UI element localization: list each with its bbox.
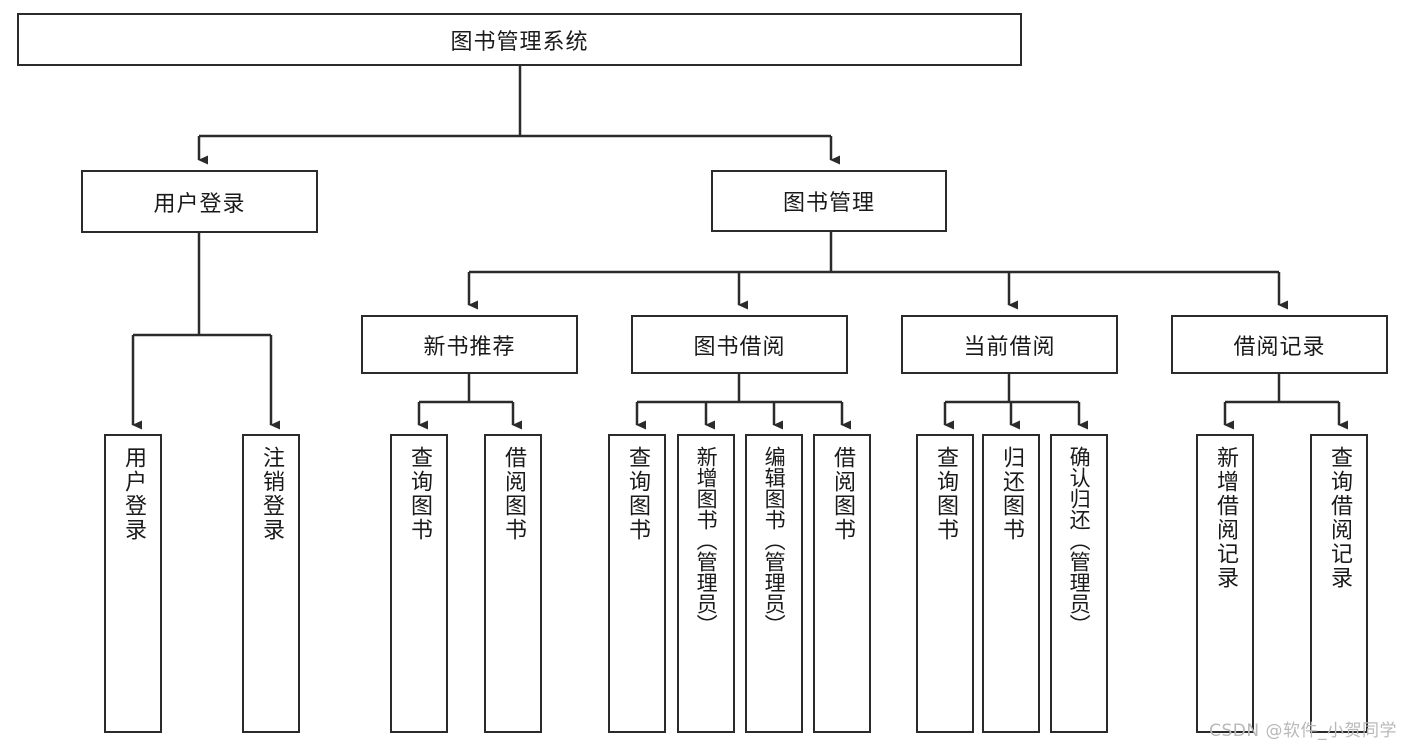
node-leaf-return-book[interactable]: 归还图书 (982, 434, 1040, 733)
node-current-borrow-label: 当前借阅 (963, 334, 1056, 360)
node-borrow-record-label: 借阅记录 (1233, 334, 1326, 360)
node-leaf-add-book-admin[interactable]: 新增图书（管理员） (677, 434, 735, 733)
node-new-book-recommend[interactable]: 新书推荐 (361, 315, 578, 374)
node-leaf-query-book-borrow-label: 查询图书 (624, 446, 650, 542)
node-book-manage-label: 图书管理 (782, 191, 875, 216)
node-leaf-query-book-borrow[interactable]: 查询图书 (608, 434, 666, 733)
node-leaf-add-book-admin-label: 新增图书（管理员） (694, 446, 719, 635)
node-leaf-return-book-label: 归还图书 (998, 446, 1024, 542)
node-leaf-add-borrow-record[interactable]: 新增借阅记录 (1196, 434, 1254, 733)
node-leaf-query-book-current[interactable]: 查询图书 (916, 434, 974, 733)
node-root-system[interactable]: 图书管理系统 (17, 13, 1022, 66)
node-leaf-query-book-current-label: 查询图书 (932, 446, 958, 542)
node-leaf-confirm-return-admin[interactable]: 确认归还（管理员） (1050, 434, 1108, 733)
node-current-borrow[interactable]: 当前借阅 (901, 315, 1118, 374)
node-leaf-query-borrow-record[interactable]: 查询借阅记录 (1310, 434, 1368, 733)
node-leaf-borrow-book-new-label: 借阅图书 (500, 446, 526, 542)
node-leaf-borrow-book-new[interactable]: 借阅图书 (484, 434, 542, 733)
node-leaf-user-login[interactable]: 用户登录 (104, 434, 162, 733)
node-book-manage[interactable]: 图书管理 (711, 170, 947, 232)
node-leaf-confirm-return-admin-label: 确认归还（管理员） (1067, 446, 1092, 635)
node-leaf-edit-book-admin[interactable]: 编辑图书（管理员） (745, 434, 803, 733)
node-leaf-query-book-new[interactable]: 查询图书 (390, 434, 448, 733)
node-leaf-edit-book-admin-label: 编辑图书（管理员） (762, 446, 787, 635)
csdn-watermark: CSDN @软件_小贺同学 (1209, 721, 1397, 741)
node-leaf-add-borrow-record-label: 新增借阅记录 (1212, 446, 1238, 590)
node-leaf-user-login-label: 用户登录 (120, 446, 146, 542)
node-book-borrow[interactable]: 图书借阅 (631, 315, 848, 374)
node-user-login-label: 用户登录 (153, 191, 246, 217)
node-leaf-query-book-new-label: 查询图书 (406, 446, 432, 542)
node-leaf-query-borrow-record-label: 查询借阅记录 (1326, 446, 1352, 590)
node-borrow-record[interactable]: 借阅记录 (1171, 315, 1388, 374)
node-user-login[interactable]: 用户登录 (81, 170, 318, 233)
node-leaf-borrow-book-label: 借阅图书 (829, 446, 855, 542)
node-new-book-recommend-label: 新书推荐 (423, 334, 516, 360)
node-book-borrow-label: 图书借阅 (693, 334, 786, 360)
node-root-system-label: 图书管理系统 (450, 29, 589, 55)
node-leaf-logout[interactable]: 注销登录 (242, 434, 300, 733)
node-leaf-borrow-book[interactable]: 借阅图书 (813, 434, 871, 733)
node-leaf-logout-label: 注销登录 (258, 446, 284, 542)
